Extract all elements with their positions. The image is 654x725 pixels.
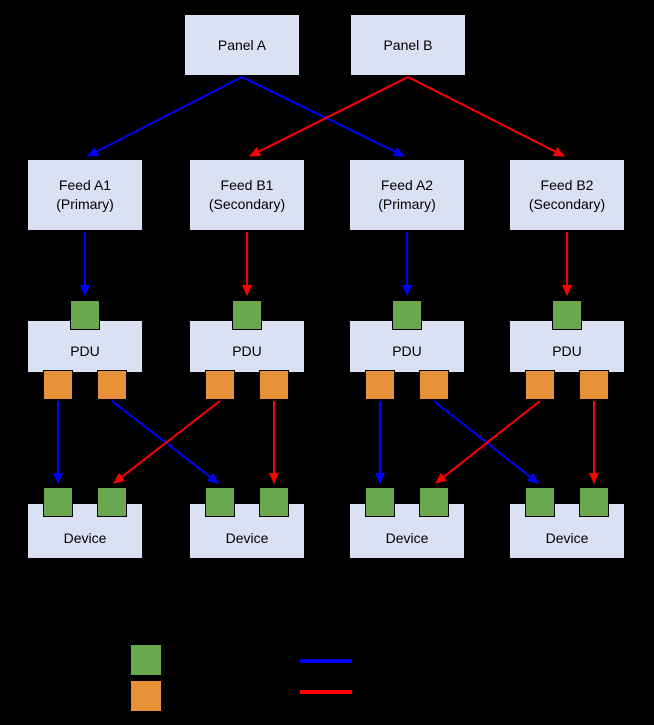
pdu-1-output-port-left-orange [43, 370, 73, 400]
device-2-input-port-left-green [205, 487, 235, 517]
device-2-label: Device [225, 529, 269, 546]
pdu-3-label: PDU [392, 343, 422, 360]
device-1-label: Device [63, 529, 107, 546]
feed-b1-label-line1: Feed B1 [220, 177, 274, 194]
pdu-4-input-port-green [552, 300, 582, 330]
device-4-label: Device [545, 529, 589, 546]
panel-b-label: Panel B [383, 36, 433, 53]
arrow-pdu-1-to-device-2 [111, 400, 219, 484]
feed-a1-box: Feed A1 (Primary) [27, 159, 143, 231]
arrow-pdu-4-to-device-3 [435, 400, 541, 484]
feed-a2-label-line2: (Primary) [378, 196, 436, 212]
pdu-4-output-port-right-orange [579, 370, 609, 400]
pdu-2-input-port-green [232, 300, 262, 330]
panel-b-box: Panel B [350, 14, 466, 76]
pdu-4-output-port-left-orange [525, 370, 555, 400]
feed-a2-box: Feed A2 (Primary) [349, 159, 465, 231]
arrow-panel-b-to-feed-b2 [407, 76, 565, 157]
device-4-input-port-right-green [579, 487, 609, 517]
device-3-input-port-right-green [419, 487, 449, 517]
pdu-1-output-port-right-orange [97, 370, 127, 400]
pdu-1-input-port-green [70, 300, 100, 330]
legend-green-square [130, 644, 162, 676]
pdu-2-output-port-right-orange [259, 370, 289, 400]
arrow-panel-b-to-feed-b1 [249, 76, 409, 157]
feed-a1-label-line1: Feed A1 [58, 177, 112, 194]
arrow-panel-a-to-feed-a2 [241, 76, 405, 157]
arrow-pdu-2-to-device-1 [113, 400, 221, 484]
pdu-4-label: PDU [552, 343, 582, 360]
feed-b2-label-line1: Feed B2 [540, 177, 594, 194]
pdu-2-output-port-left-orange [205, 370, 235, 400]
feed-b1-box: Feed B1 (Secondary) [189, 159, 305, 231]
device-1-input-port-left-green [43, 487, 73, 517]
pdu-2-label: PDU [232, 343, 262, 360]
device-3-input-port-left-green [365, 487, 395, 517]
device-3-label: Device [385, 529, 429, 546]
device-1-input-port-right-green [97, 487, 127, 517]
pdu-1-label: PDU [70, 343, 100, 360]
pdu-1-box: PDU [27, 320, 143, 373]
feed-a1-label-line2: (Primary) [56, 196, 114, 212]
feed-a2-label-line1: Feed A2 [380, 177, 434, 194]
panel-a-box: Panel A [184, 14, 300, 76]
device-2-input-port-right-green [259, 487, 289, 517]
feed-b1-label-line2: (Secondary) [208, 196, 286, 212]
device-4-input-port-left-green [525, 487, 555, 517]
feed-b2-box: Feed B2 (Secondary) [509, 159, 625, 231]
pdu-3-output-port-left-orange [365, 370, 395, 400]
legend-orange-square [130, 680, 162, 712]
arrow-panel-a-to-feed-a1 [87, 76, 243, 157]
pdu-3-input-port-green [392, 300, 422, 330]
feed-b2-label-line2: (Secondary) [528, 196, 606, 212]
arrow-pdu-3-to-device-4 [433, 400, 539, 484]
pdu-3-output-port-right-orange [419, 370, 449, 400]
panel-a-label: Panel A [217, 36, 267, 53]
